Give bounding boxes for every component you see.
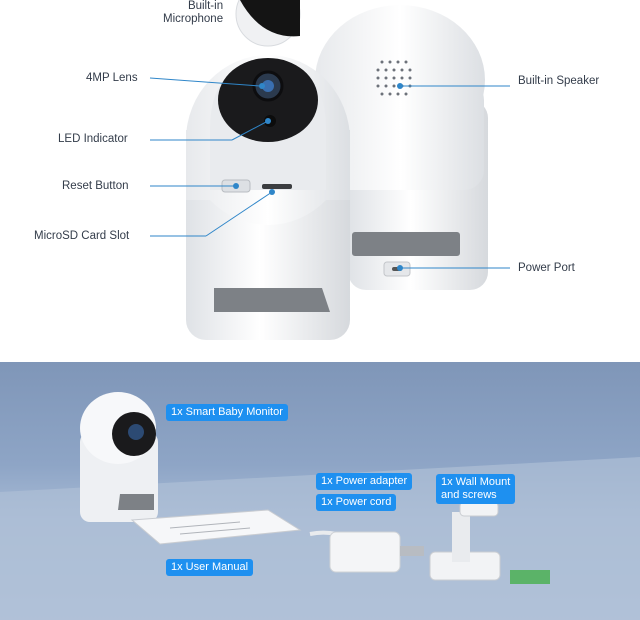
user-manual-item <box>130 509 302 545</box>
power-adapter-item <box>309 530 424 573</box>
speaker-label: Built-in Speaker <box>518 75 600 87</box>
microphone-label: Built-in Microphone <box>163 0 224 25</box>
wall-mount-tag: 1x Wall Mount and screws <box>436 474 516 504</box>
user-manual-tag: 1x User Manual <box>166 559 254 576</box>
product-illustration <box>149 0 510 340</box>
wall-mount-item <box>429 501 550 584</box>
package-photo <box>0 392 640 620</box>
product-features-panel: Built-in Microphone 4MP Lens LED Indicat… <box>34 0 600 340</box>
camera-back <box>315 5 488 290</box>
power-adapter-tag: 1x Power adapter <box>316 473 413 490</box>
reset-button-label: Reset Button <box>62 180 129 192</box>
sdcard-slot-label: MicroSD Card Slot <box>34 230 130 242</box>
boxed-camera <box>80 392 158 522</box>
microphone-closeup <box>235 0 301 47</box>
smart-baby-monitor-tag: 1x Smart Baby Monitor <box>166 404 288 421</box>
lens-label: 4MP Lens <box>86 72 138 84</box>
led-indicator-label: LED Indicator <box>58 133 128 145</box>
package-contents-panel: 1x Smart Baby Monitor 1x Power adapter 1… <box>0 362 640 620</box>
speaker-grille <box>376 60 412 96</box>
camera-front <box>186 55 350 340</box>
power-cord-tag: 1x Power cord <box>316 494 397 511</box>
power-port-label: Power Port <box>518 262 575 274</box>
